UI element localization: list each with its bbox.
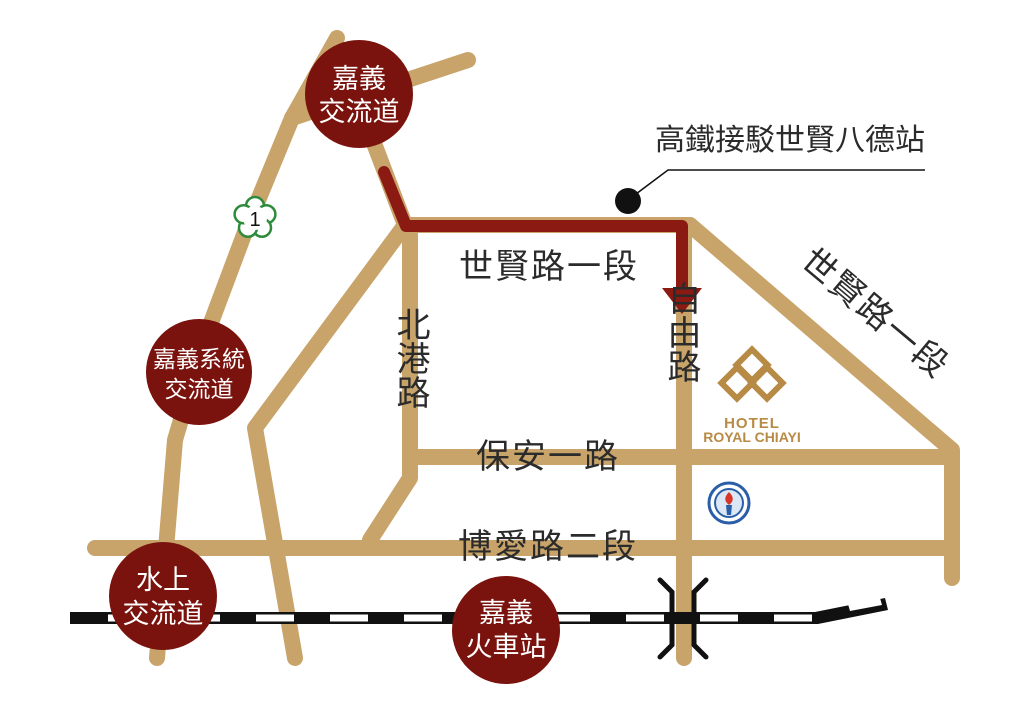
chiayi-interchange-marker: 嘉義 交流道 bbox=[305, 40, 413, 148]
highway-number: 1 bbox=[249, 209, 260, 231]
hotel-name-line2: ROYAL CHIAYI bbox=[703, 429, 801, 445]
ziyou-road-label: 自由路 bbox=[661, 281, 701, 383]
shixian-road-label: 世賢路一段 bbox=[459, 247, 639, 287]
chiayi-train-station-marker: 嘉義 火車站 bbox=[452, 576, 560, 684]
chiayi-system-interchange-line1: 嘉義系統 bbox=[153, 347, 245, 373]
chiayi-system-interchange-marker: 嘉義系統 交流道 bbox=[146, 319, 252, 425]
road-network bbox=[87, 30, 960, 666]
shixian-road-diagonal-label: 世賢路一段 bbox=[793, 240, 957, 386]
chiayi-train-station-line2: 火車站 bbox=[466, 632, 547, 663]
hsr-shuttle-station: 高鐵接駁世賢八德站 bbox=[615, 123, 925, 214]
shuishang-interchange-line1: 水上 bbox=[136, 565, 190, 596]
highway-shield-icon: 1 bbox=[233, 195, 277, 238]
baoan-road-label: 保安一路 bbox=[476, 437, 620, 477]
torch-emblem-icon bbox=[707, 481, 751, 525]
chiayi-train-station-line1: 嘉義 bbox=[479, 598, 533, 629]
route-arrow-head-icon bbox=[662, 288, 702, 314]
beigang-road bbox=[362, 222, 418, 548]
underpass-icon bbox=[657, 577, 709, 660]
beigang-road-label: 北港路 bbox=[390, 307, 430, 409]
west-diagonal-road bbox=[247, 217, 413, 666]
hotel-royal-chiayi: HOTEL ROYAL CHIAYI bbox=[703, 345, 801, 445]
boai-road-label: 博愛路二段 bbox=[458, 527, 638, 567]
chiayi-interchange-line2: 交流道 bbox=[319, 97, 400, 128]
hotel-name-line1: HOTEL bbox=[724, 415, 780, 432]
shuishang-interchange-marker: 水上 交流道 bbox=[109, 542, 217, 650]
chiayi-system-interchange-line2: 交流道 bbox=[165, 377, 234, 403]
chiayi-interchange-line1: 嘉義 bbox=[332, 64, 386, 95]
route-to-hotel bbox=[378, 166, 702, 314]
hotel-logo-icon bbox=[717, 345, 787, 403]
station-dot-icon bbox=[615, 188, 641, 214]
shuishang-interchange-line2: 交流道 bbox=[123, 599, 204, 630]
hsr-station-label: 高鐵接駁世賢八德站 bbox=[655, 123, 925, 158]
